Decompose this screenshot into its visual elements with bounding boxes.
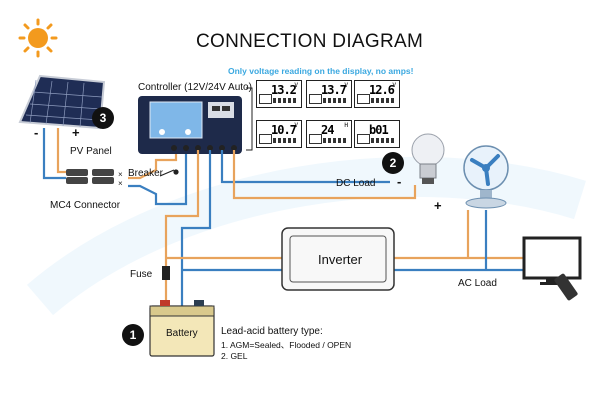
lcd-value: 13.7 bbox=[321, 83, 347, 97]
lcd-status-icon bbox=[259, 134, 272, 144]
lcd-unit: V bbox=[344, 82, 348, 89]
battery-negative-wire bbox=[180, 150, 212, 306]
lcd-status-icon bbox=[357, 94, 370, 104]
ac-load-label: AC Load bbox=[458, 278, 497, 289]
display-note: Only voltage reading on the display, no … bbox=[228, 66, 414, 76]
lcd-reading-6: b01 bbox=[354, 120, 400, 148]
pv-mc4-out-negative bbox=[128, 150, 188, 206]
solar-controller bbox=[138, 96, 242, 154]
remote-control-icon bbox=[554, 273, 578, 301]
pv-negative-wire bbox=[42, 128, 66, 180]
lcd-value: b01 bbox=[369, 123, 389, 137]
dc-minus-sign: - bbox=[397, 174, 402, 189]
light-bulb-icon bbox=[411, 133, 445, 184]
lcd-value: 24 bbox=[321, 123, 334, 137]
sun-icon bbox=[18, 18, 58, 58]
dc-load-badge: 2 bbox=[382, 152, 404, 174]
battery-type-line-2: 2. GEL bbox=[221, 351, 248, 361]
controller-label: Controller (12V/24V Auto) bbox=[138, 82, 252, 93]
lcd-status-icon bbox=[259, 94, 272, 104]
fuse-icon bbox=[162, 266, 170, 280]
lcd-status-icon bbox=[309, 134, 322, 144]
tv-monitor-icon bbox=[522, 236, 582, 285]
lcd-level-bars bbox=[371, 138, 395, 143]
battery-icon bbox=[149, 300, 215, 357]
fan-icon bbox=[463, 145, 509, 209]
battery-label: Battery bbox=[166, 328, 198, 339]
svg-text:×: × bbox=[118, 170, 123, 179]
lcd-unit: V bbox=[294, 122, 298, 129]
pv-panel-badge: 3 bbox=[92, 107, 114, 129]
lcd-status-icon bbox=[357, 134, 370, 144]
watermark-shape bbox=[26, 156, 586, 316]
inverter-label: Inverter bbox=[318, 252, 363, 267]
battery-type-line-1: 1. AGM=Sealed、Flooded / OPEN bbox=[221, 340, 352, 350]
pv-panel-label: PV Panel bbox=[70, 146, 112, 157]
pv-minus-sign: - bbox=[34, 125, 39, 140]
lcd-level-bars bbox=[323, 138, 347, 143]
dc-load-positive-wire bbox=[232, 150, 417, 200]
dc-load-negative-wire bbox=[220, 150, 390, 184]
breaker-icon bbox=[159, 169, 179, 177]
pv-plus-sign: + bbox=[72, 125, 80, 140]
battery-positive-wire bbox=[164, 150, 200, 306]
lcd-reading-5: 24 H bbox=[306, 120, 352, 148]
display-bracket bbox=[246, 87, 253, 151]
lcd-value: 10.7 bbox=[271, 123, 297, 137]
dc-plus-sign: + bbox=[434, 198, 442, 213]
battery-badge: 1 bbox=[122, 324, 144, 346]
lcd-level-bars bbox=[323, 98, 347, 103]
fuse-label: Fuse bbox=[130, 269, 153, 280]
lcd-status-icon bbox=[309, 94, 322, 104]
lcd-value: 12.6 bbox=[369, 83, 395, 97]
breaker-label: Breaker bbox=[128, 168, 164, 179]
diagram-title: CONNECTION DIAGRAM bbox=[196, 31, 424, 52]
dc-load-label: DC Load bbox=[336, 178, 376, 189]
pv-positive-wire bbox=[56, 128, 66, 174]
pv-mc4-out-positive bbox=[128, 150, 178, 180]
lcd-unit: V bbox=[392, 82, 396, 89]
lcd-unit: V bbox=[294, 82, 298, 89]
lcd-level-bars bbox=[371, 98, 395, 103]
inverter-box bbox=[281, 227, 395, 291]
mc4-connector-icon: × × bbox=[66, 169, 123, 188]
lcd-unit: H bbox=[344, 122, 348, 129]
lcd-level-bars bbox=[273, 98, 297, 103]
svg-text:×: × bbox=[118, 179, 123, 188]
battery-type-heading: Lead-acid battery type: bbox=[221, 326, 323, 337]
lcd-level-bars bbox=[273, 138, 297, 143]
mc4-connector-label: MC4 Connector bbox=[50, 200, 121, 211]
lcd-value: 13.2 bbox=[271, 83, 297, 97]
